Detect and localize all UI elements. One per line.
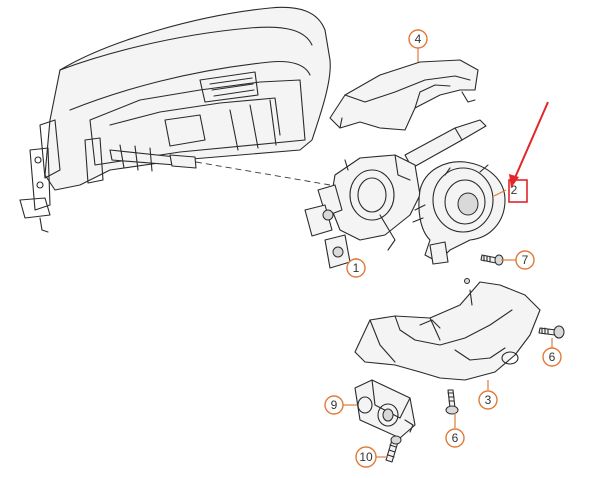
red-arrow-icon — [513, 101, 549, 181]
svg-text:2: 2 — [511, 183, 518, 197]
callout-1: 1 — [346, 258, 366, 278]
highlight-box — [508, 179, 528, 203]
screw-part-7 — [480, 254, 504, 266]
combination-switch — [304, 119, 487, 269]
upper-trim-cover — [329, 59, 479, 131]
callout-6-lower: 6 — [445, 428, 465, 448]
clock-spring — [412, 161, 506, 265]
svg-text:6: 6 — [452, 431, 459, 445]
svg-text:7: 7 — [522, 253, 529, 267]
svg-text:10: 10 — [359, 450, 373, 464]
callout-3: 3 — [478, 390, 498, 410]
svg-text:9: 9 — [331, 398, 338, 412]
callout-2: 2 — [511, 183, 518, 197]
screw-part-10 — [385, 435, 402, 463]
screw-part-6-lower — [445, 389, 459, 415]
svg-text:4: 4 — [415, 32, 422, 46]
dashboard-assembly — [19, 6, 421, 233]
svg-text:6: 6 — [549, 350, 556, 364]
lower-trim-cover — [354, 278, 541, 381]
callout-9: 9 — [324, 395, 344, 415]
screw-part-6-upper — [538, 325, 565, 339]
svg-text:3: 3 — [485, 393, 492, 407]
svg-text:1: 1 — [353, 261, 360, 275]
callout-4: 4 — [408, 29, 428, 49]
callout-7: 7 — [515, 250, 535, 270]
highlight-annotation — [508, 101, 549, 203]
callout-6-upper: 6 — [542, 347, 562, 367]
callout-10: 10 — [355, 446, 377, 468]
leader-lines — [343, 48, 553, 458]
switch-base-part-9 — [354, 379, 416, 439]
